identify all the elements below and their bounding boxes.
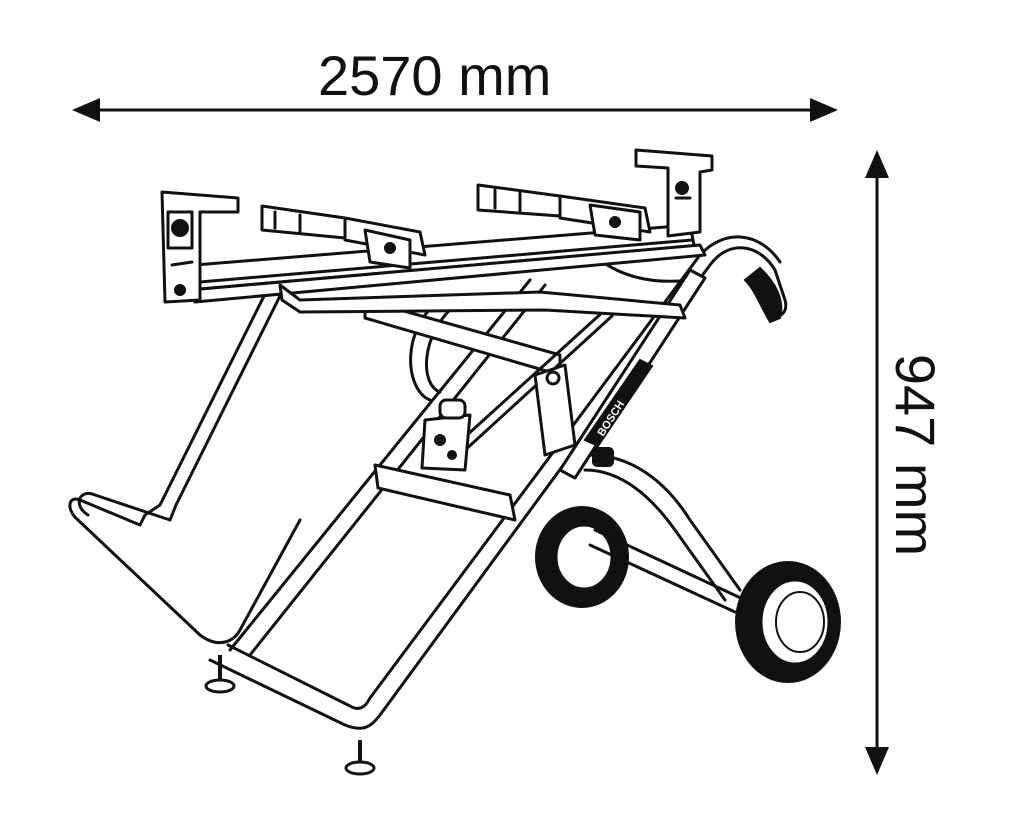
center-bracket xyxy=(420,398,472,472)
leveling-foot-center xyxy=(344,740,376,776)
right-end-stop xyxy=(634,148,714,238)
height-dimension-label: 947 mm xyxy=(884,353,947,557)
mounting-bracket-right xyxy=(476,183,652,242)
front-leg-with-label: BOSCH xyxy=(558,268,707,480)
height-dimension-arrow xyxy=(865,150,889,775)
left-end-stop xyxy=(160,190,240,304)
front-wheel xyxy=(735,561,841,683)
rear-wheel xyxy=(535,506,629,608)
leveling-foot-left xyxy=(204,655,236,694)
left-support-leg xyxy=(68,283,302,645)
width-dimension-label: 2570 mm xyxy=(318,44,552,107)
top-rail xyxy=(188,223,707,320)
width-dimension-arrow xyxy=(72,98,838,122)
cross-brace xyxy=(363,298,614,522)
mounting-bracket-left xyxy=(260,204,427,270)
